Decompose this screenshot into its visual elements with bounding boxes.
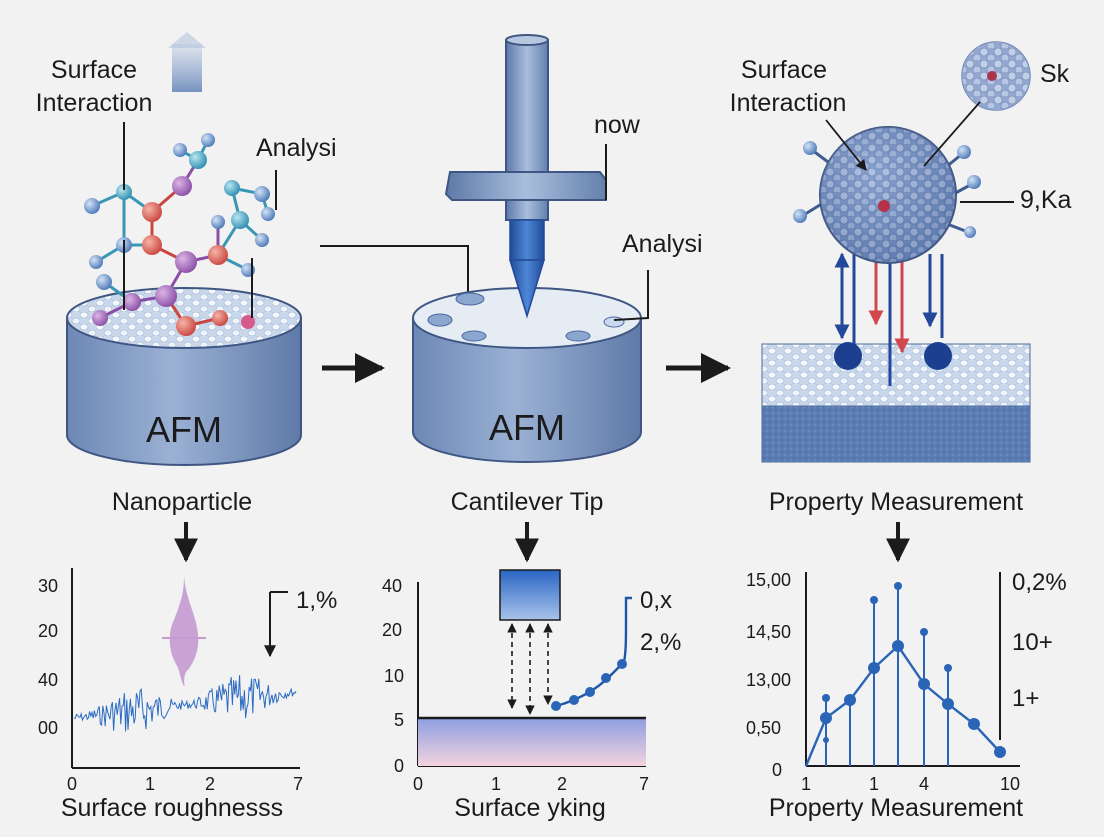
surface-substrate bbox=[761, 342, 1031, 463]
yking-ytick-0: 40 bbox=[382, 576, 402, 596]
property-xtick-2: 4 bbox=[919, 774, 929, 794]
molecule-structure bbox=[84, 133, 275, 336]
roughness-violin-marker bbox=[169, 576, 199, 686]
yking-ytick-2: 10 bbox=[384, 666, 404, 686]
property-points bbox=[820, 640, 1006, 758]
yking-xlabel: Surface yking bbox=[454, 794, 605, 822]
left-panel: AFM bbox=[36, 32, 469, 563]
yking-ytick-3: 5 bbox=[394, 710, 404, 730]
roughness-ytick-0: 30 bbox=[38, 576, 58, 596]
right-panel: Surface Interaction Sk 9,Ka Property Mea… bbox=[730, 41, 1072, 563]
middle-panel: AFM now Analysi Cantilever Tip bbox=[412, 34, 703, 563]
roughness-annotation: 1,% bbox=[296, 587, 337, 614]
property-stems bbox=[825, 586, 949, 766]
middle-callout-now: now bbox=[594, 111, 641, 139]
property-right-tick-1: 10+ bbox=[1012, 629, 1053, 656]
roughness-xtick-3: 7 bbox=[293, 774, 303, 794]
roughness-ytick-3: 00 bbox=[38, 718, 58, 738]
property-xtick-0: 1 bbox=[801, 774, 811, 794]
property-plot: 15,00 14,50 13,00 0,50 0 1 1 4 10 0,2% 1… bbox=[746, 569, 1067, 822]
yking-annotation-2: 2,% bbox=[640, 629, 681, 656]
cantilever-probe bbox=[444, 34, 607, 319]
yking-xtick-0: 0 bbox=[413, 774, 423, 794]
roughness-ytick-2: 40 bbox=[38, 670, 58, 690]
middle-caption: Cantilever Tip bbox=[451, 488, 604, 516]
right-caption: Property Measurement bbox=[769, 488, 1023, 516]
property-right-tick-2: 1+ bbox=[1012, 685, 1039, 712]
property-ytick-4: 0 bbox=[772, 760, 782, 780]
nanoparticle-sphere bbox=[793, 126, 981, 264]
roughness-signal-trace bbox=[73, 674, 297, 732]
roughness-ytick-1: 20 bbox=[38, 621, 58, 641]
property-right-tick-0: 0,2% bbox=[1012, 569, 1067, 596]
yking-annotation-1: 0,x bbox=[640, 587, 672, 614]
yking-xtick-2: 2 bbox=[557, 774, 567, 794]
property-curve bbox=[804, 644, 1001, 767]
property-ytick-3: 0,50 bbox=[746, 718, 781, 738]
upward-fade-arrow bbox=[172, 44, 202, 92]
right-callout-sk-line bbox=[923, 101, 981, 167]
roughness-xtick-1: 1 bbox=[145, 774, 155, 794]
roughness-plot: 30 20 40 00 0 1 2 7 1,% Surface roughnes… bbox=[38, 568, 337, 822]
property-xtick-1: 1 bbox=[869, 774, 879, 794]
middle-callout-analysis: Analysi bbox=[622, 230, 703, 258]
property-ytick-1: 14,50 bbox=[746, 622, 791, 642]
left-caption: Nanoparticle bbox=[112, 488, 252, 516]
yking-probe-arrows bbox=[507, 623, 553, 715]
middle-callout-analysis-line bbox=[613, 270, 649, 321]
upward-fade-arrowhead bbox=[168, 32, 206, 48]
yking-surface-band bbox=[418, 718, 646, 766]
yking-ytick-4: 0 bbox=[394, 756, 404, 776]
roughness-xlabel: Surface roughnesss bbox=[61, 794, 283, 822]
left-afm-label: AFM bbox=[146, 409, 222, 450]
left-callout-analysis: Analysi bbox=[256, 134, 337, 162]
left-callout-surface-line1: Surface bbox=[51, 56, 137, 84]
right-callout-sk: Sk bbox=[1040, 60, 1070, 88]
small-nanoparticle bbox=[961, 41, 1031, 111]
yking-xtick-3: 7 bbox=[639, 774, 649, 794]
yking-plot: 40 20 10 5 0 0 1 2 7 0,x 2,% Surface yki… bbox=[382, 569, 681, 822]
property-xlabel: Property Measurement bbox=[769, 794, 1023, 822]
property-ytick-0: 15,00 bbox=[746, 570, 791, 590]
yking-probe-block bbox=[499, 569, 561, 621]
roughness-xtick-0: 0 bbox=[67, 774, 77, 794]
middle-afm-label: AFM bbox=[489, 407, 565, 448]
interaction-arrows bbox=[834, 252, 944, 386]
yking-ytick-1: 20 bbox=[382, 620, 402, 640]
property-xtick-3: 10 bbox=[1000, 774, 1020, 794]
property-ytick-2: 13,00 bbox=[746, 670, 791, 690]
right-callout-surface-line bbox=[825, 119, 867, 171]
yking-xtick-1: 1 bbox=[491, 774, 501, 794]
right-callout-surface-line2: Interaction bbox=[730, 89, 847, 117]
roughness-xtick-2: 2 bbox=[205, 774, 215, 794]
left-callout-surface-line2: Interaction bbox=[36, 89, 153, 117]
left-to-middle-connector bbox=[320, 245, 469, 292]
property-stem-tops bbox=[822, 582, 952, 743]
right-callout-surface-line1: Surface bbox=[741, 56, 827, 84]
yking-curve-points bbox=[551, 659, 627, 711]
right-callout-9ka: 9,Ka bbox=[1020, 186, 1072, 214]
